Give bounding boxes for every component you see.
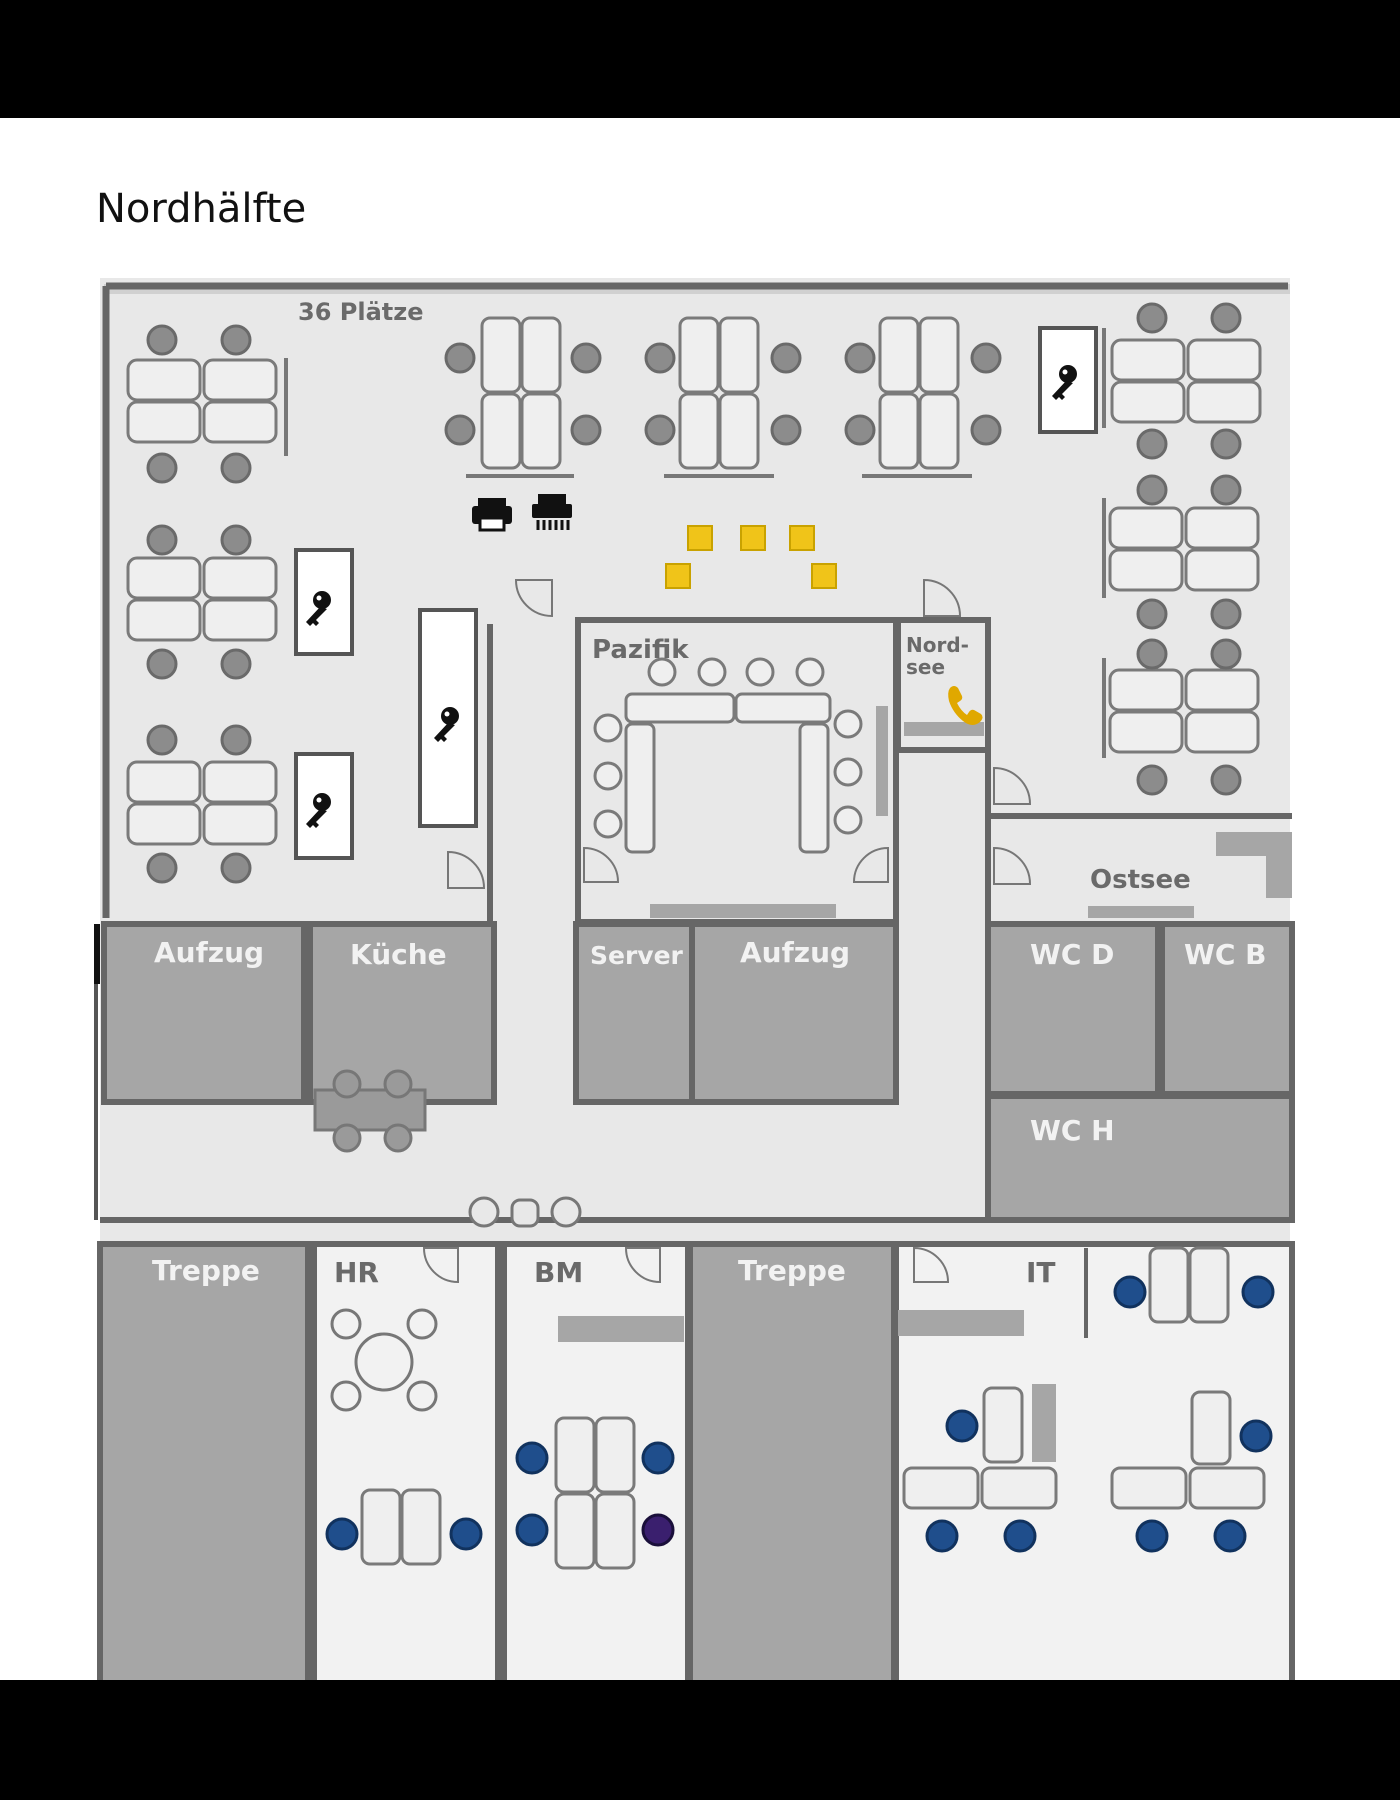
room-label-wc-h: WC H xyxy=(1030,1114,1115,1147)
room-label-wc-d: WC D xyxy=(1030,938,1114,971)
page-title: Nordhälfte xyxy=(96,186,307,232)
room-label-pazifik: Pazifik xyxy=(592,635,689,665)
desk-cluster-top-3 xyxy=(878,316,960,470)
seats-gray xyxy=(146,302,1242,884)
room-label-hr: HR xyxy=(334,1256,379,1289)
seats-blue xyxy=(325,1275,1275,1553)
shredder-icon xyxy=(532,494,572,530)
room-nordsee xyxy=(895,617,991,753)
room-label-nordsee: Nord- see xyxy=(906,633,976,679)
stairs-left xyxy=(97,1241,311,1680)
wc-h xyxy=(985,1093,1295,1223)
room-label-it: IT xyxy=(1026,1256,1056,1289)
room-label-wc-b: WC B xyxy=(1184,938,1267,971)
key-locker-3 xyxy=(294,752,354,860)
stairs-center xyxy=(687,1241,897,1680)
key-locker-2 xyxy=(418,608,478,828)
room-label-server: Server xyxy=(590,941,684,970)
room-label-bm: BM xyxy=(534,1256,583,1289)
kitchen xyxy=(307,921,497,1153)
printer-icon xyxy=(472,498,512,532)
elevator-left xyxy=(101,921,307,1105)
page: Nordhälfte xyxy=(0,118,1400,1680)
office-it xyxy=(893,1241,1295,1680)
room-label-treppe-left: Treppe xyxy=(152,1254,260,1287)
room-label-treppe-center: Treppe xyxy=(738,1254,846,1287)
desk-cluster-top-2 xyxy=(678,316,760,470)
key-locker-4 xyxy=(1038,326,1098,434)
office-hr xyxy=(311,1241,501,1680)
capacity-label: 36 Plätze xyxy=(298,298,423,326)
floor-plan: 36 Plätze Pazifik Nord- see Ostsee Aufzu… xyxy=(94,278,1295,1680)
room-label-aufzug-left: Aufzug xyxy=(154,936,264,969)
focus-markers xyxy=(665,525,837,589)
phone-icon xyxy=(948,686,983,725)
room-label-kueche: Küche xyxy=(350,938,447,971)
room-label-aufzug-center: Aufzug xyxy=(740,936,850,969)
lounge-seating xyxy=(468,1196,582,1228)
wc-b xyxy=(1159,921,1295,1097)
room-pazifik xyxy=(575,617,899,925)
desk-cluster-top-1 xyxy=(480,316,562,470)
key-locker-1 xyxy=(294,548,354,656)
elevator-center xyxy=(689,921,899,1105)
room-label-ostsee: Ostsee xyxy=(1090,865,1191,895)
